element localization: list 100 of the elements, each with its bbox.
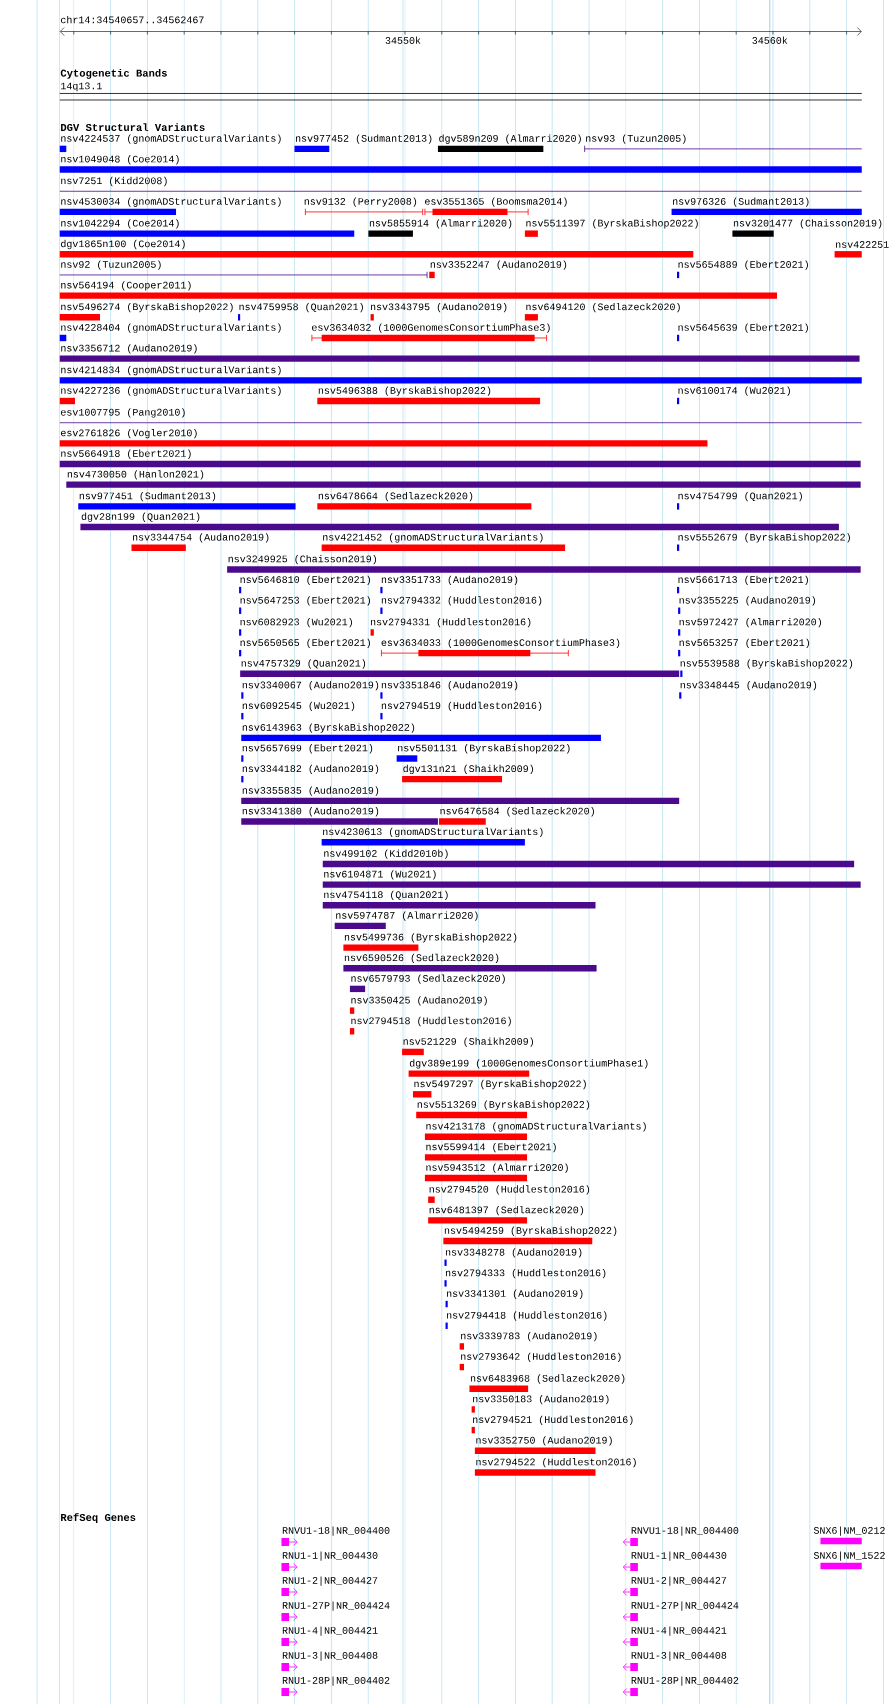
node-label: nsv5539588 (ByrskaBishop2022) bbox=[680, 659, 853, 669]
variant-feature: nsv6143963 (ByrskaBishop2022) bbox=[241, 723, 601, 742]
variant-feature: dgv28n199 (Quan2021) bbox=[80, 512, 839, 531]
variant-feature: nsv1042294 (Coe2014) bbox=[59, 219, 355, 237]
variant-feature: nsv5501131 (ByrskaBishop2022) bbox=[396, 744, 570, 762]
node-label: nsv4214834 (gnomADStructuralVariants) bbox=[61, 365, 281, 376]
node-label: nsv1049048 (Coe2014) bbox=[61, 155, 179, 165]
node-label: nsv4759958 (Quan2021) bbox=[239, 302, 363, 313]
node-label: nsv4530034 (gnomADStructuralVariants) bbox=[61, 197, 281, 207]
node-label: nsv3350183 (Audano2019) bbox=[473, 1395, 609, 1405]
node-label: nsv6082923 (Wu2021) bbox=[240, 618, 352, 628]
node-label: nsv6143963 (ByrskaBishop2022) bbox=[242, 723, 415, 733]
node-label: nsv3201477 (Chaisson2019) bbox=[733, 219, 882, 229]
variant-feature: nsv2794519 (Huddleston2016) bbox=[380, 701, 542, 720]
node-label: nsv2794518 (Huddleston2016) bbox=[351, 1016, 511, 1027]
node-label: nsv4227236 (gnomADStructuralVariants) bbox=[61, 386, 281, 396]
variant-feature: nsv4227236 (gnomADStructuralVariants) bbox=[59, 386, 281, 405]
variant-feature: nsv5650565 (Ebert2021) bbox=[239, 638, 370, 657]
node-label: nsv6092545 (Wu2021) bbox=[242, 701, 355, 712]
node-label: nsv6100174 (Wu2021) bbox=[678, 386, 790, 396]
node-label: nsv5645639 (Ebert2021) bbox=[678, 323, 808, 333]
variant-feature: nsv2794333 (Huddleston2016) bbox=[444, 1268, 606, 1287]
variant-feature: nsv3350183 (Audano2019) bbox=[471, 1395, 609, 1413]
gene-feature: RNU1-27P|NR_004424 bbox=[622, 1601, 739, 1621]
node-label: nsv499102 (Kidd2010b) bbox=[324, 849, 448, 859]
node-label: esv3634032 (1000GenomesConsortiumPhase3) bbox=[312, 323, 550, 333]
node-label: nsv1042294 (Coe2014) bbox=[61, 219, 179, 229]
node-label: nsv3352750 (Audano2019) bbox=[476, 1436, 612, 1446]
variant-feature: nsv5653257 (Ebert2021) bbox=[678, 638, 810, 657]
node-label: dgv28n199 (Quan2021) bbox=[81, 512, 200, 522]
node-label: RNU1-2|NR_004427 bbox=[282, 1576, 378, 1586]
node-label: esv2761826 (Vogler2010) bbox=[61, 428, 197, 439]
variant-feature: nsv2794332 (Huddleston2016) bbox=[380, 596, 542, 614]
node-label: nsv5552679 (ByrskaBishop2022) bbox=[678, 533, 850, 543]
node-label: nsv3348278 (Audano2019) bbox=[445, 1248, 582, 1258]
variant-feature: nsv92 (Tuzun2005) bbox=[59, 260, 428, 279]
node-label: nsv2794520 (Huddleston2016) bbox=[429, 1185, 590, 1195]
variant-feature: nsv5645639 (Ebert2021) bbox=[677, 323, 808, 342]
variant-feature: nsv3351846 (Audano2019) bbox=[380, 681, 518, 699]
variant-feature: nsv3352247 (Audano2019) bbox=[429, 260, 567, 279]
node-label: nsv5647253 (Ebert2021) bbox=[240, 596, 370, 606]
variant-feature: nsv1049048 (Coe2014) bbox=[59, 155, 862, 173]
node-label: nsv5646810 (Ebert2021) bbox=[240, 575, 370, 585]
variant-feature: nsv2793642 (Huddleston2016) bbox=[459, 1352, 621, 1371]
variant-feature: nsv3340067 (Audano2019) bbox=[241, 681, 379, 699]
variant-feature: nsv6579793 (Sedlazeck2020) bbox=[349, 974, 505, 993]
variant-feature: nsv3348445 (Audano2019) bbox=[679, 681, 817, 699]
variant-feature: nsv6082923 (Wu2021) bbox=[239, 618, 352, 636]
node-label: nsv3351846 (Audano2019) bbox=[381, 681, 518, 691]
variant-feature: nsv5972427 (Almarri2020) bbox=[678, 618, 822, 636]
node-label: nsv3341301 (Audano2019) bbox=[447, 1289, 583, 1299]
node-label: nsv5496274 (ByrskaBishop2022) bbox=[61, 302, 233, 313]
variant-feature: nsv4730050 (Hanlon2021) bbox=[66, 470, 861, 488]
variant-feature: nsv6104871 (Wu2021) bbox=[322, 870, 861, 888]
variant-feature: nsv3355225 (Audano2019) bbox=[678, 596, 816, 614]
variant-feature: esv3634033 (1000GenomesConsortiumPhase3) bbox=[381, 638, 620, 657]
node-label: nsv4213178 (gnomADStructuralVariants) bbox=[426, 1122, 646, 1132]
variant-feature: nsv7251 (Kidd2008) bbox=[59, 176, 863, 192]
variant-feature: nsv5599414 (Ebert2021) bbox=[424, 1142, 556, 1161]
variant-feature: nsv3356712 (Audano2019) bbox=[59, 344, 860, 362]
variant-feature: nsv3355835 (Audano2019) bbox=[241, 786, 680, 805]
node-label: nsv5497297 (ByrskaBishop2022) bbox=[414, 1079, 586, 1090]
node-label: nsv3352247 (Audano2019) bbox=[430, 260, 567, 270]
variant-feature: esv1007795 (Pang2010) bbox=[59, 408, 863, 424]
gene-feature: RNU1-27P|NR_004424 bbox=[281, 1601, 390, 1621]
node-label: nsv6104871 (Wu2021) bbox=[324, 870, 436, 880]
variant-feature: nsv5497297 (ByrskaBishop2022) bbox=[412, 1079, 586, 1098]
variant-feature: nsv6092545 (Wu2021) bbox=[241, 701, 355, 720]
variant-feature: nsv6476584 (Sedlazeck2020) bbox=[439, 807, 594, 825]
node-label: nsv6483968 (Sedlazeck2020) bbox=[470, 1374, 625, 1384]
variant-feature: nsv5654889 (Ebert2021) bbox=[677, 260, 808, 279]
node-label: nsv5664918 (Ebert2021) bbox=[61, 449, 191, 459]
variant-feature: nsv3341301 (Audano2019) bbox=[445, 1289, 583, 1308]
gene-feature: SNX6|NM_1522 bbox=[813, 1551, 885, 1570]
variant-feature: nsv4228404 (gnomADStructuralVariants) bbox=[59, 323, 281, 342]
variant-feature: nsv4530034 (gnomADStructuralVariants) bbox=[59, 197, 281, 216]
node-label: nsv977452 (Sudmant2013) bbox=[295, 134, 432, 144]
variant-feature: nsv3343795 (Audano2019) bbox=[370, 302, 507, 321]
variant-feature: nsv2794418 (Huddleston2016) bbox=[445, 1311, 607, 1329]
node-label: dgv131n21 (Shaikh2009) bbox=[403, 764, 534, 775]
node-label: dgv1865n100 (Coe2014) bbox=[61, 239, 185, 250]
node-label: SNX6|NM_0212 bbox=[813, 1526, 885, 1536]
variant-feature: nsv5974787 (Almarri2020) bbox=[334, 911, 478, 930]
node-label: nsv3344182 (Audano2019) bbox=[242, 764, 379, 775]
node-label: RNU1-4|NR_004421 bbox=[282, 1626, 378, 1636]
variant-feature: nsv5855914 (Almarri2020) bbox=[368, 219, 512, 237]
node-label: nsv4224537 (gnomADStructuralVariants) bbox=[61, 134, 281, 144]
node-label: nsv3350425 (Audano2019) bbox=[351, 996, 487, 1006]
node-label: RNU1-28P|NR_004402 bbox=[282, 1676, 390, 1686]
variant-feature: dgv389e199 (1000GenomesConsortiumPhase1) bbox=[408, 1059, 648, 1077]
gene-feature: RNU1-2|NR_004427 bbox=[622, 1576, 727, 1596]
variant-feature: nsv499102 (Kidd2010b) bbox=[322, 849, 855, 868]
variant-feature: nsv4757329 (Quan2021) bbox=[240, 659, 680, 677]
node-label: nsv2794331 (Huddleston2016) bbox=[370, 618, 531, 628]
node-label: nsv4730050 (Hanlon2021) bbox=[67, 470, 204, 480]
variant-feature: nsv5511397 (ByrskaBishop2022) bbox=[524, 219, 698, 237]
node-label: RNU1-3|NR_004408 bbox=[282, 1651, 378, 1661]
variant-feature: esv3634032 (1000GenomesConsortiumPhase3) bbox=[311, 323, 550, 342]
node-label: nsv2794418 (Huddleston2016) bbox=[447, 1311, 607, 1321]
variant-feature: nsv3201477 (Chaisson2019) bbox=[732, 219, 882, 237]
